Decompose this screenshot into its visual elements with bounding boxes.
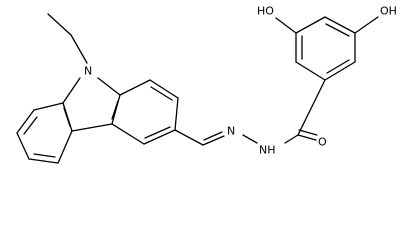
n-nh-bond — [242, 134, 258, 144]
ethyl-ch2-n-bond — [70, 34, 88, 64]
dihydroxybenzene-ring — [295, 16, 356, 81]
c-o-double-bond-b — [298, 129, 318, 136]
dhb-double-bond-3 — [326, 59, 350, 74]
ch-n-double-bond-a — [202, 135, 225, 146]
hydroxyl-left-label: HO — [257, 5, 274, 18]
nh-carbonyl-bond — [284, 134, 299, 144]
left-ring-double-bond-3 — [63, 107, 71, 127]
hydroxyl-bonds — [275, 16, 379, 34]
hydroxyl-right-label: OH — [380, 5, 397, 18]
ethyl-ch3-bond — [47, 13, 72, 36]
carbazole-hydrazone-structure: N HO OH N NH O — [16, 5, 397, 164]
dhb-ring-bond-3 — [295, 16, 326, 34]
right-ring-double-bond-1 — [150, 86, 173, 101]
carbonyl-oxygen-label: O — [318, 136, 327, 149]
oh-right-bond — [354, 16, 379, 34]
carbazole-pyrrole-ring — [62, 77, 121, 132]
left-ring-bond-4 — [28, 158, 59, 164]
ring-ch-bond — [174, 129, 204, 146]
left-ring-bond-3 — [16, 132, 30, 160]
ethyl-group — [47, 13, 88, 64]
carbonyl-ring-bond — [297, 79, 326, 136]
right-ring-double-bond-3 — [111, 100, 119, 120]
chemical-structure-canvas: N HO OH N NH O — [16, 5, 397, 164]
c4b-c4a-bond — [71, 123, 113, 132]
dhb-ring-bond-4 — [324, 16, 356, 34]
left-ring-double-bond-2 — [33, 153, 56, 158]
carbazole-right-benzene-ring — [111, 79, 179, 145]
left-ring-bond-5 — [57, 130, 73, 164]
ch-n-double-bond-b — [203, 131, 223, 141]
n-c9a-bond — [62, 77, 81, 104]
dhb-ring-bond-6 — [324, 61, 356, 81]
right-ring-bond-5 — [111, 123, 145, 145]
c8a-c4a-bond — [111, 94, 121, 125]
n-c8a-bond — [97, 77, 121, 96]
amide-nh-label: NH — [259, 144, 276, 157]
hydrazone-linker — [174, 129, 299, 146]
oh-left-bond — [275, 17, 297, 34]
carbazole-left-benzene-ring — [16, 102, 73, 164]
left-ring-double-bond-1 — [23, 116, 38, 135]
right-ring-double-bond-2 — [144, 126, 171, 139]
dhb-double-bond-2 — [325, 23, 350, 37]
carbazole-nitrogen-label: N — [84, 65, 92, 78]
right-ring-bond-1 — [119, 79, 151, 96]
dhb-ring-bond-1 — [295, 61, 326, 81]
right-ring-bond-2 — [149, 79, 179, 99]
imine-nitrogen-label: N — [227, 125, 235, 138]
left-ring-bond-1 — [33, 102, 64, 111]
left-ring-bond-2 — [16, 109, 35, 134]
right-ring-bond-3 — [174, 97, 179, 131]
c-o-double-bond-a — [297, 134, 317, 141]
carbonyl-group — [297, 79, 326, 141]
right-ring-bond-4 — [143, 129, 176, 145]
